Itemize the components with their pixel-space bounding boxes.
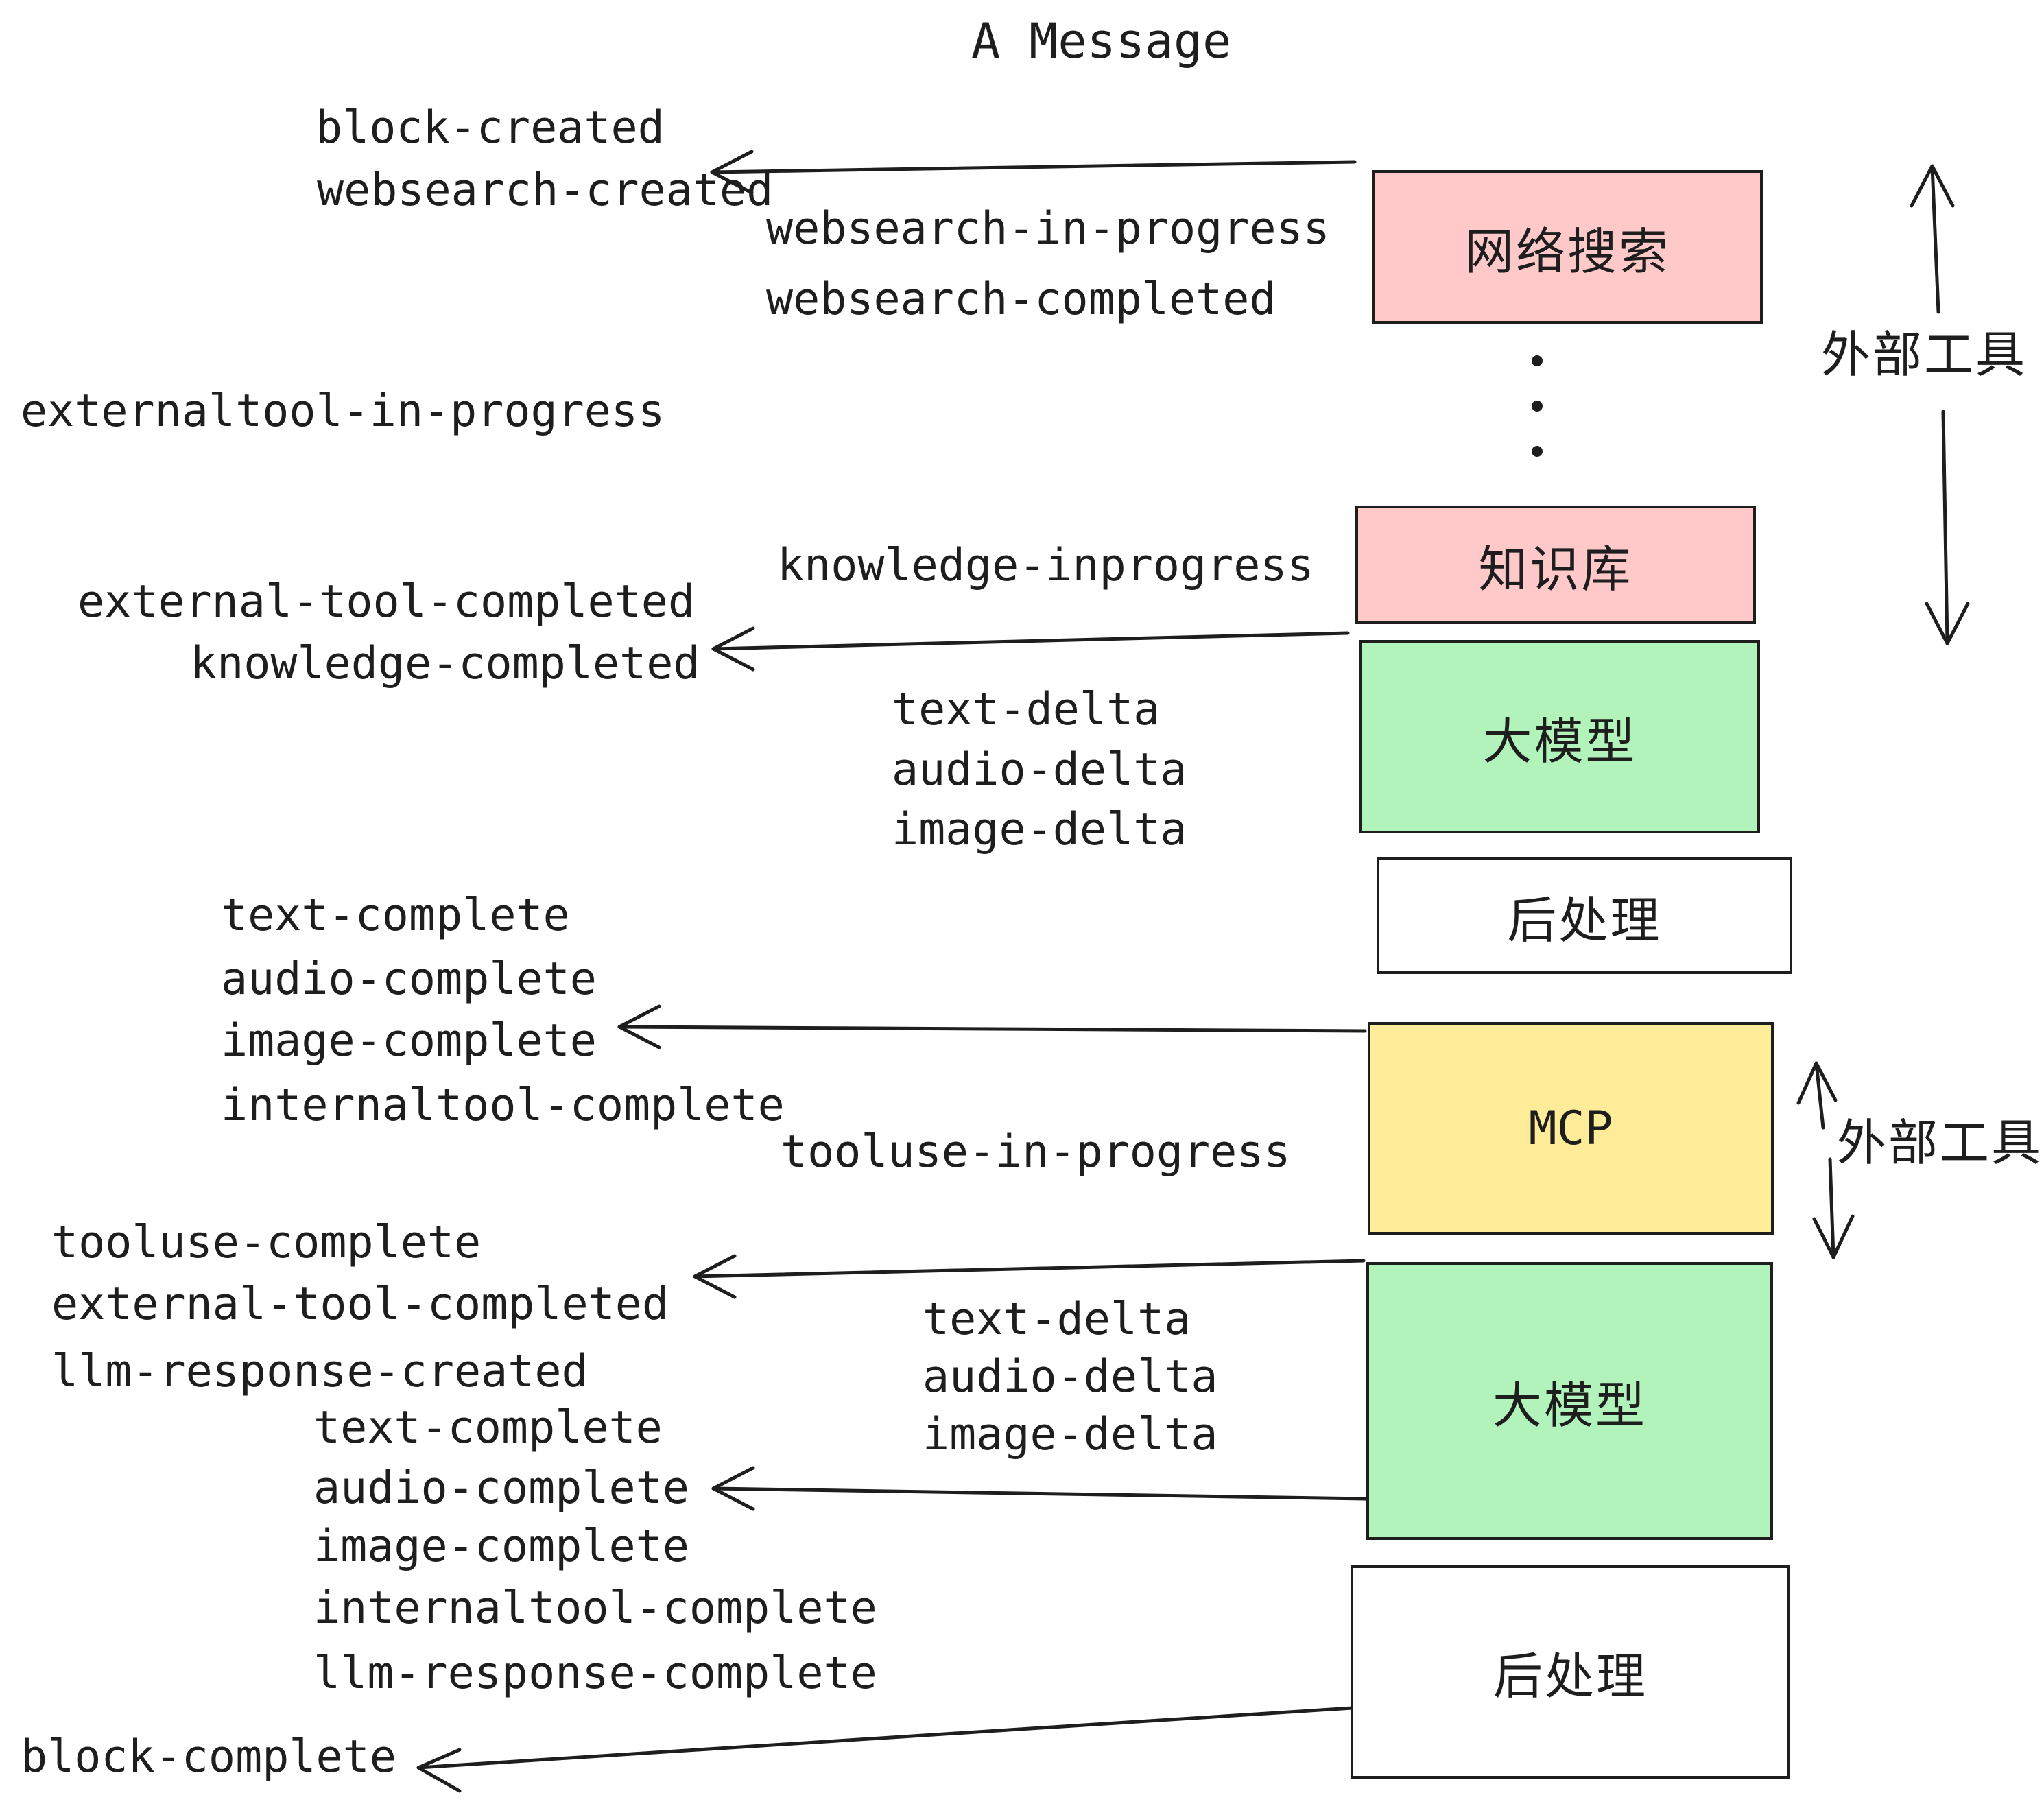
event-block-created: block-created: [316, 102, 665, 154]
double-arrow-external-tools-1: [1910, 164, 1970, 645]
arrow-audio-complete: [711, 1466, 1368, 1511]
box-postprocess-2: 后处理: [1351, 1565, 1790, 1779]
event-image-delta-2: image-delta: [923, 1409, 1218, 1460]
event-audio-delta-1: audio-delta: [892, 744, 1187, 796]
vertical-ellipsis-icon: [1532, 355, 1543, 465]
arrow-external-tool-completed: [693, 1254, 1366, 1299]
event-text-complete-1: text-complete: [221, 890, 570, 941]
box-llm-2: 大模型: [1366, 1262, 1773, 1540]
event-image-complete-2: image-complete: [313, 1521, 689, 1572]
event-image-delta-1: image-delta: [892, 804, 1187, 855]
event-externaltool-in-progress: externaltool-in-progress: [21, 385, 665, 437]
event-internaltool-complete-2: internaltool-complete: [313, 1582, 877, 1634]
event-websearch-completed: websearch-completed: [766, 274, 1276, 325]
event-text-delta-2: text-delta: [923, 1294, 1191, 1345]
arrow-knowledge-completed: [711, 626, 1350, 672]
event-internaltool-complete-1: internaltool-complete: [221, 1080, 785, 1131]
event-external-tool-completed-1: external-tool-completed: [78, 576, 696, 628]
arrow-block-complete: [416, 1706, 1355, 1793]
box-llm-1-label: 大模型: [1482, 714, 1637, 770]
event-text-delta-1: text-delta: [892, 684, 1161, 735]
event-tooluse-complete: tooluse-complete: [51, 1217, 482, 1268]
event-audio-complete-2: audio-complete: [313, 1462, 689, 1514]
box-websearch-label: 网络搜索: [1464, 224, 1670, 280]
box-postprocess-1: 后处理: [1377, 857, 1792, 974]
event-audio-complete-1: audio-complete: [221, 953, 597, 1005]
box-knowledge: 知识库: [1355, 506, 1756, 624]
box-llm-1: 大模型: [1359, 640, 1760, 833]
box-mcp-label: MCP: [1528, 1101, 1613, 1156]
double-arrow-external-tools-2: [1796, 1061, 1855, 1259]
box-postprocess-2-label: 后处理: [1493, 1650, 1648, 1705]
event-external-tool-completed-2: external-tool-completed: [51, 1279, 669, 1330]
event-websearch-in-progress: websearch-in-progress: [766, 203, 1330, 254]
side-label-external-tools-2: 外部工具: [1837, 1113, 2043, 1174]
event-block-complete: block-complete: [21, 1731, 396, 1783]
event-llm-response-created: llm-response-created: [51, 1346, 589, 1397]
event-audio-delta-2: audio-delta: [923, 1351, 1218, 1403]
event-knowledge-inprogress: knowledge-inprogress: [777, 540, 1314, 591]
event-image-complete-1: image-complete: [221, 1015, 597, 1067]
box-llm-2-label: 大模型: [1492, 1379, 1647, 1434]
event-knowledge-completed: knowledge-completed: [190, 638, 700, 689]
page-title: A Message: [971, 13, 1232, 69]
arrow-block-created: [710, 150, 1357, 195]
event-websearch-created: websearch-created: [317, 165, 774, 216]
event-llm-response-complete: llm-response-complete: [313, 1648, 877, 1699]
box-postprocess-1-label: 后处理: [1507, 893, 1662, 949]
box-knowledge-label: 知识库: [1478, 543, 1633, 597]
box-mcp: MCP: [1368, 1022, 1774, 1235]
side-label-external-tools-1: 外部工具: [1821, 324, 2028, 386]
arrow-image-complete: [617, 1004, 1367, 1049]
event-text-complete-2: text-complete: [313, 1402, 663, 1453]
box-websearch: 网络搜索: [1372, 170, 1763, 324]
event-tooluse-in-progress: tooluse-in-progress: [781, 1126, 1291, 1178]
